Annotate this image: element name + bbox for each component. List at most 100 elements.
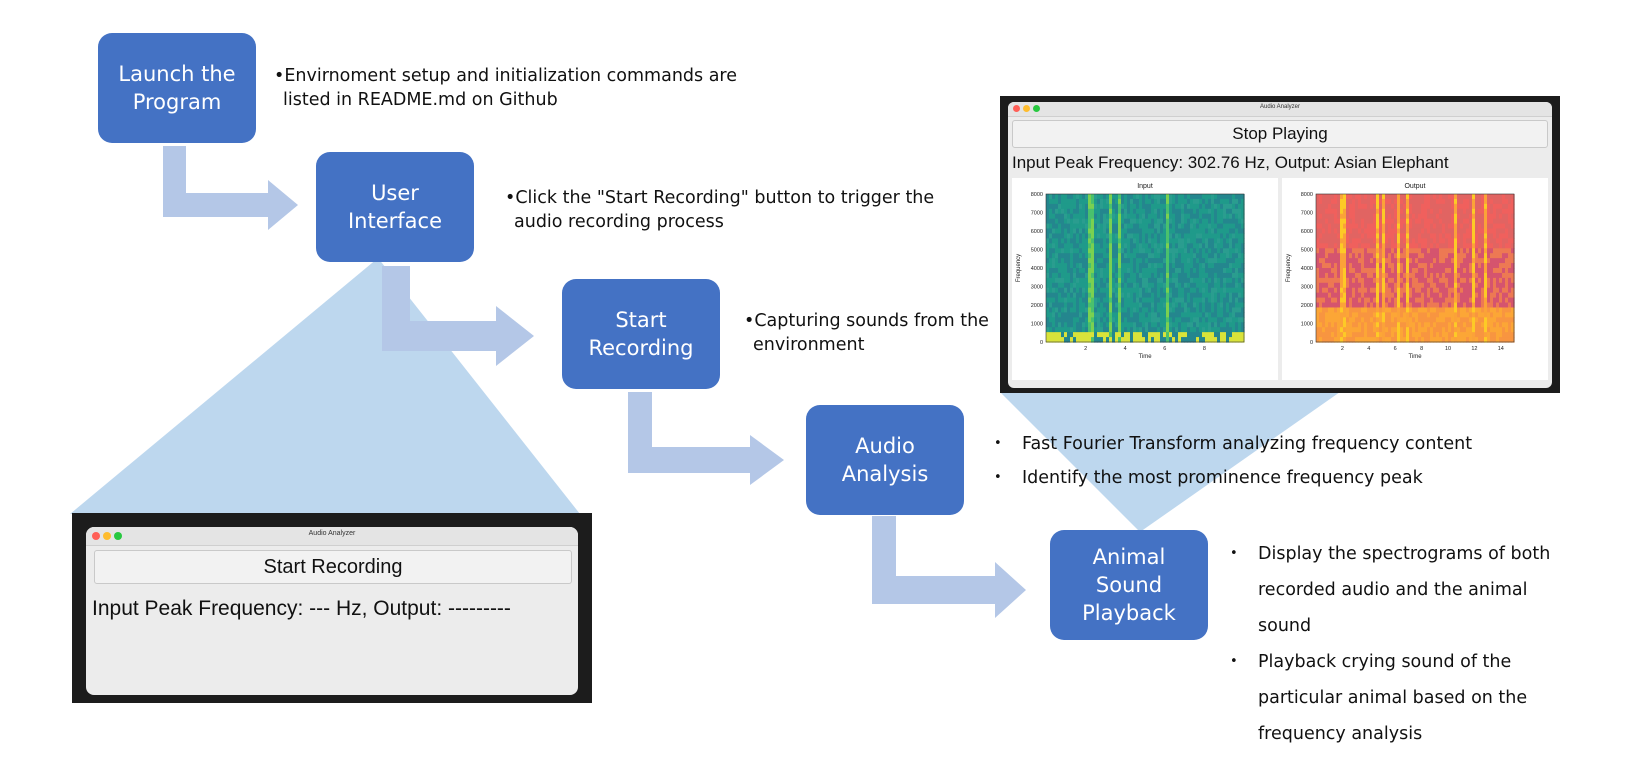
- spectrogram-cell: [1061, 253, 1065, 259]
- spectrogram-cell: [1481, 337, 1485, 343]
- spectrogram-cell: [1418, 312, 1422, 318]
- spectrogram-cell: [1445, 233, 1449, 239]
- spectrogram-cell: [1115, 317, 1119, 323]
- spectrogram-cell: [1112, 302, 1116, 309]
- spectrogram-cell: [1082, 243, 1086, 249]
- spectrogram-cell: [1088, 223, 1092, 230]
- spectrogram-cell: [1481, 213, 1485, 220]
- spectrogram-cell: [1436, 277, 1440, 284]
- spectrogram-cell: [1172, 322, 1176, 328]
- spectrogram-cell: [1316, 203, 1320, 210]
- zoom-icon[interactable]: [1033, 105, 1040, 112]
- spectrogram-cell: [1202, 218, 1206, 225]
- spectrogram-cell: [1469, 243, 1473, 249]
- spectrogram-cell: [1202, 203, 1206, 210]
- spectrogram-cell: [1127, 243, 1131, 249]
- stop-playing-button[interactable]: Stop Playing: [1012, 120, 1548, 148]
- spectrogram-cell: [1454, 272, 1458, 279]
- minimize-icon[interactable]: [1023, 105, 1030, 112]
- spectrogram-cell: [1466, 287, 1470, 294]
- spectrogram-cell: [1142, 277, 1146, 284]
- spectrogram-cell: [1070, 238, 1074, 244]
- spectrogram-cell: [1349, 307, 1353, 313]
- minimize-icon[interactable]: [103, 532, 111, 540]
- spectrogram-cell: [1433, 213, 1437, 220]
- spectrogram-cell: [1442, 322, 1446, 328]
- spectrogram-cell: [1373, 302, 1377, 309]
- spectrogram-cell: [1334, 297, 1338, 304]
- spectrogram-cell: [1367, 253, 1371, 259]
- spectrogram-cell: [1385, 292, 1389, 299]
- spectrogram-cell: [1331, 223, 1335, 230]
- spectrogram-cell: [1166, 312, 1170, 318]
- spectrogram-cell: [1328, 268, 1332, 274]
- zoom-icon[interactable]: [114, 532, 122, 540]
- spectrogram-cell: [1346, 297, 1350, 304]
- spectrogram-cell: [1403, 322, 1407, 328]
- spectrogram-cell: [1091, 208, 1095, 215]
- spectrogram-cell: [1076, 218, 1080, 225]
- spectrogram-cell: [1475, 302, 1479, 309]
- y-tick-label: 3000: [1301, 285, 1313, 291]
- close-icon[interactable]: [1013, 105, 1020, 112]
- spectrogram-cell: [1490, 332, 1494, 338]
- spectrogram-cell: [1136, 228, 1140, 235]
- spectrogram-cell: [1175, 263, 1179, 269]
- spectrogram-cell: [1211, 238, 1215, 244]
- spectrogram-cell: [1046, 194, 1050, 200]
- spectrogram-cell: [1460, 218, 1464, 225]
- spectrogram-cell: [1091, 312, 1095, 318]
- spectrogram-cell: [1343, 198, 1347, 205]
- spectrogram-cell: [1217, 213, 1221, 220]
- spectrogram-cell: [1511, 228, 1515, 235]
- spectrogram-cell: [1487, 337, 1491, 343]
- spectrogram-cell: [1361, 223, 1365, 230]
- spectrogram-cell: [1493, 233, 1497, 239]
- spectrogram-cell: [1361, 332, 1365, 338]
- spectrogram-cell: [1100, 317, 1104, 323]
- spectrogram-cell: [1478, 292, 1482, 299]
- close-icon[interactable]: [92, 532, 100, 540]
- spectrogram-cell: [1505, 238, 1509, 244]
- spectrogram-cell: [1169, 272, 1173, 279]
- spectrogram-cell: [1145, 243, 1149, 249]
- spectrogram-cell: [1349, 332, 1353, 338]
- spectrogram-cell: [1070, 287, 1074, 294]
- spectrogram-cell: [1400, 268, 1404, 274]
- spectrogram-cell: [1319, 327, 1323, 333]
- spectrogram-cell: [1424, 223, 1428, 230]
- spectrogram-cell: [1388, 292, 1392, 299]
- spectrogram-cell: [1052, 292, 1056, 299]
- spectrogram-cell: [1433, 248, 1437, 254]
- spectrogram-cell: [1505, 253, 1509, 259]
- spectrogram-cell: [1193, 268, 1197, 274]
- spectrogram-cell: [1118, 277, 1122, 284]
- spectrogram-cell: [1049, 218, 1053, 225]
- spectrogram-cell: [1217, 228, 1221, 235]
- spectrogram-cell: [1346, 218, 1350, 225]
- spectrogram-cell: [1145, 194, 1149, 200]
- spectrogram-cell: [1433, 282, 1437, 289]
- spectrogram-cell: [1127, 332, 1131, 338]
- spectrogram-cell: [1427, 194, 1431, 200]
- spectrogram-cell: [1241, 253, 1245, 259]
- spectrogram-cell: [1100, 238, 1104, 244]
- spectrogram-cell: [1076, 292, 1080, 299]
- spectrogram-cell: [1442, 282, 1446, 289]
- spectrogram-cell: [1190, 253, 1194, 259]
- spectrogram-cell: [1385, 263, 1389, 269]
- spectrogram-cell: [1082, 253, 1086, 259]
- spectrogram-cell: [1229, 312, 1233, 318]
- spectrogram-cell: [1502, 282, 1506, 289]
- start-recording-button[interactable]: Start Recording: [94, 550, 572, 584]
- spectrogram-cell: [1082, 238, 1086, 244]
- spectrogram-cell: [1052, 317, 1056, 323]
- spectrogram-cell: [1349, 297, 1353, 304]
- spectrogram-cell: [1415, 317, 1419, 323]
- spectrogram-cell: [1430, 208, 1434, 215]
- spectrogram-cell: [1160, 292, 1164, 299]
- spectrogram-cell: [1241, 238, 1245, 244]
- spectrogram-cell: [1130, 268, 1134, 274]
- spectrogram-cell: [1424, 277, 1428, 284]
- spectrogram-cell: [1166, 337, 1170, 343]
